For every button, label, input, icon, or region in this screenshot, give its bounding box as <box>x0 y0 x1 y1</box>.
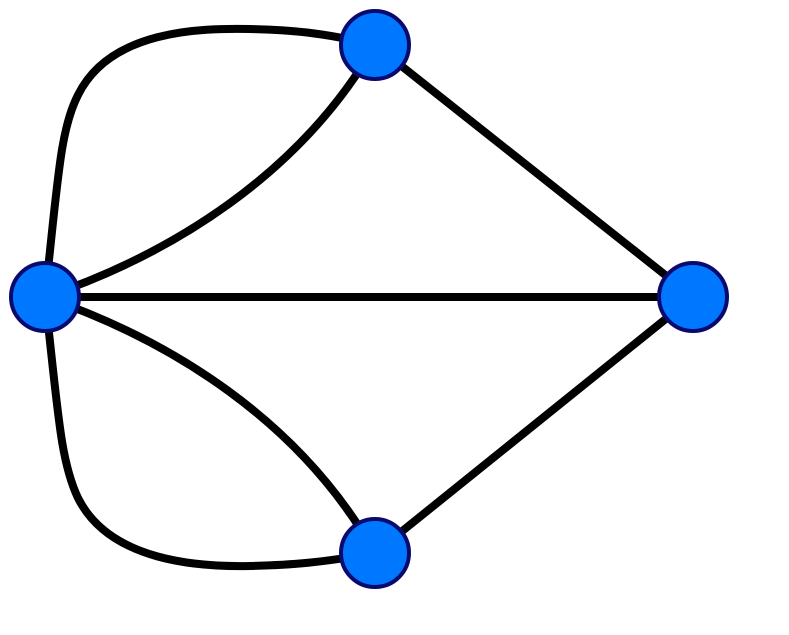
node-top <box>339 9 411 81</box>
node-left <box>9 261 81 333</box>
node-bottom <box>339 517 411 589</box>
edge-top-right <box>371 41 697 301</box>
edge-left-top-inner <box>41 41 379 301</box>
edge-left-bottom-outer <box>41 293 379 571</box>
edge-bottom-right <box>371 293 697 557</box>
edge-left-bottom-inner <box>41 293 379 557</box>
node-right <box>657 261 729 333</box>
edges-layer <box>41 24 697 571</box>
edge-left-top-outer <box>41 24 379 301</box>
nodes-layer <box>9 9 729 589</box>
